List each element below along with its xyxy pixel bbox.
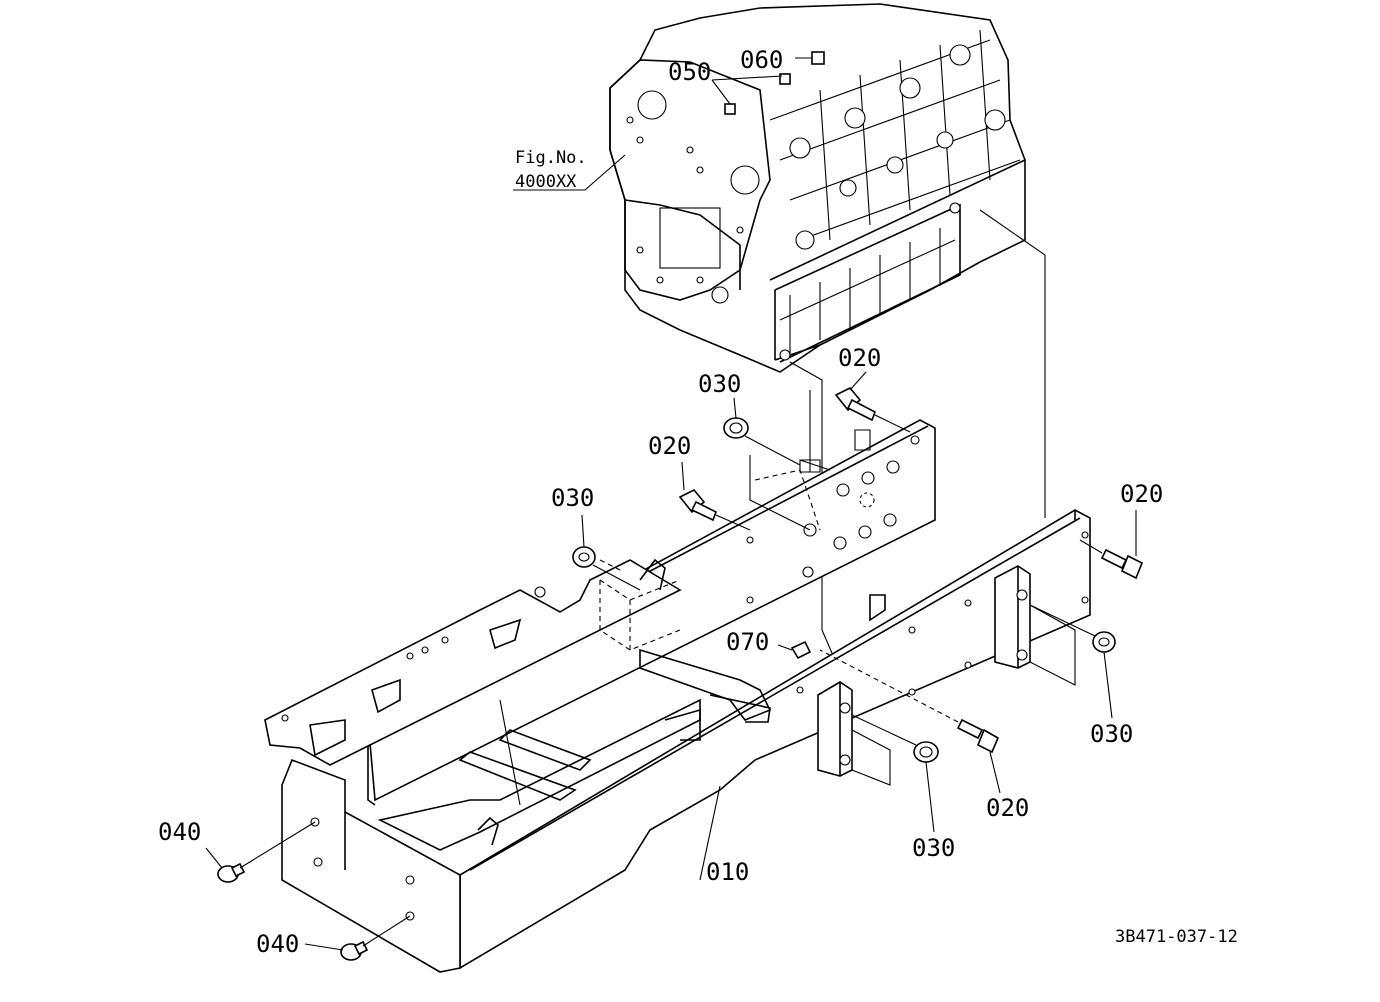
callout-030-bottom: 030 bbox=[912, 834, 955, 862]
callout-060: 060 bbox=[740, 46, 783, 74]
bolt-020-bottom bbox=[819, 649, 1000, 754]
callout-020-top: 020 bbox=[838, 344, 881, 372]
washer-030-bottom bbox=[851, 714, 939, 763]
callout-020-right: 020 bbox=[1120, 480, 1163, 508]
frame-010 bbox=[264, 419, 1091, 973]
washer-030-right bbox=[1029, 604, 1116, 653]
figure-ref-line2: 4000XX bbox=[515, 172, 577, 192]
callout-040-lower: 040 bbox=[256, 930, 299, 958]
callout-030-right: 030 bbox=[1090, 720, 1133, 748]
callout-020-bottom: 020 bbox=[986, 794, 1029, 822]
callout-030-left: 030 bbox=[551, 484, 594, 512]
leader-lines bbox=[205, 371, 1137, 951]
callout-040-upper: 040 bbox=[158, 818, 201, 846]
callout-020-middle: 020 bbox=[648, 432, 691, 460]
callout-070: 070 bbox=[726, 628, 769, 656]
callout-030-top: 030 bbox=[698, 370, 741, 398]
bolt-020-top bbox=[834, 387, 911, 433]
bolt-060 bbox=[811, 51, 825, 65]
bolt-020-right bbox=[1079, 539, 1144, 580]
clip-070 bbox=[777, 640, 812, 660]
bolt-020-middle bbox=[678, 489, 751, 531]
bolt-050-b bbox=[779, 73, 791, 85]
drawing-number: 3B471-037-12 bbox=[1115, 927, 1238, 947]
bolt-040-upper bbox=[217, 821, 316, 883]
bolt-040-lower bbox=[340, 915, 411, 961]
callout-010: 010 bbox=[706, 858, 749, 886]
washer-030-top bbox=[723, 417, 801, 466]
bolt-050-a bbox=[724, 103, 736, 115]
figure-ref-line1: Fig.No. bbox=[515, 148, 587, 168]
callout-050: 050 bbox=[668, 58, 711, 86]
figure-ref-leader bbox=[584, 154, 626, 191]
engine-block bbox=[609, 3, 1026, 373]
rubber-mount-left bbox=[817, 681, 853, 777]
bracket-plates bbox=[749, 429, 1076, 786]
rubber-mount-right bbox=[994, 565, 1031, 669]
